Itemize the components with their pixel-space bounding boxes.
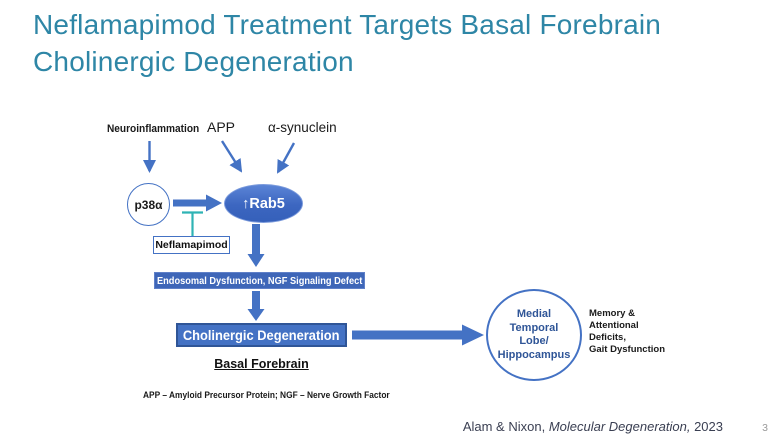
node-p38-alpha-label: p38α: [134, 197, 163, 212]
abbreviation-footnote: APP – Amyloid Precursor Protein; NGF – N…: [143, 390, 390, 401]
citation-authors: Alam & Nixon,: [462, 419, 549, 434]
node-rab5: ↑Rab5: [224, 184, 303, 223]
label-app: APP: [207, 119, 236, 135]
citation-year: 2023: [690, 419, 723, 434]
arrow-p38-to-rab5: [173, 194, 222, 212]
inhibition-tbar-neflamapimod: [182, 211, 203, 236]
node-medial-temporal-lobe: Medial Temporal Lobe/ Hippocampus: [486, 289, 582, 381]
node-medial-temporal-lobe-label: Medial Temporal Lobe/ Hippocampus: [497, 308, 571, 361]
label-neuroinflammation: Neuroinflammation: [107, 123, 200, 135]
node-cholinergic-degeneration: Cholinergic Degeneration: [176, 323, 347, 347]
node-endosomal-dysfunction: Endosomal Dysfunction, NGF Signaling Def…: [154, 272, 365, 289]
slide-title: Neflamapimod Treatment Targets Basal For…: [33, 9, 662, 77]
label-alpha-synuclein: α-synuclein: [268, 120, 337, 135]
page-number: 3: [762, 422, 768, 434]
arrow-cholinergic-to-mtl: [352, 324, 484, 346]
node-p38-alpha: p38α: [127, 183, 170, 226]
node-endosomal-dysfunction-label: Endosomal Dysfunction, NGF Signaling Def…: [156, 274, 363, 287]
node-neflamapimod-label: Neflamapimod: [155, 239, 228, 251]
node-neflamapimod: Neflamapimod: [153, 236, 230, 254]
label-clinical-outcomes: Memory & Attentional Deficits, Gait Dysf…: [589, 308, 666, 355]
arrow-endosomal-to-cholinergic: [247, 291, 265, 321]
label-basal-forebrain: Basal Forebrain: [214, 357, 309, 371]
arrow-synuclein-to-rab5: [276, 142, 296, 174]
node-rab5-label: ↑Rab5: [242, 195, 285, 212]
citation-journal: Molecular Degeneration,: [548, 419, 691, 434]
citation: Alam & Nixon, Molecular Degeneration, 20…: [463, 419, 723, 434]
node-cholinergic-degeneration-label: Cholinergic Degeneration: [183, 327, 340, 343]
arrow-rab5-to-endosomal: [247, 224, 265, 267]
arrow-app-to-rab5: [220, 140, 243, 173]
